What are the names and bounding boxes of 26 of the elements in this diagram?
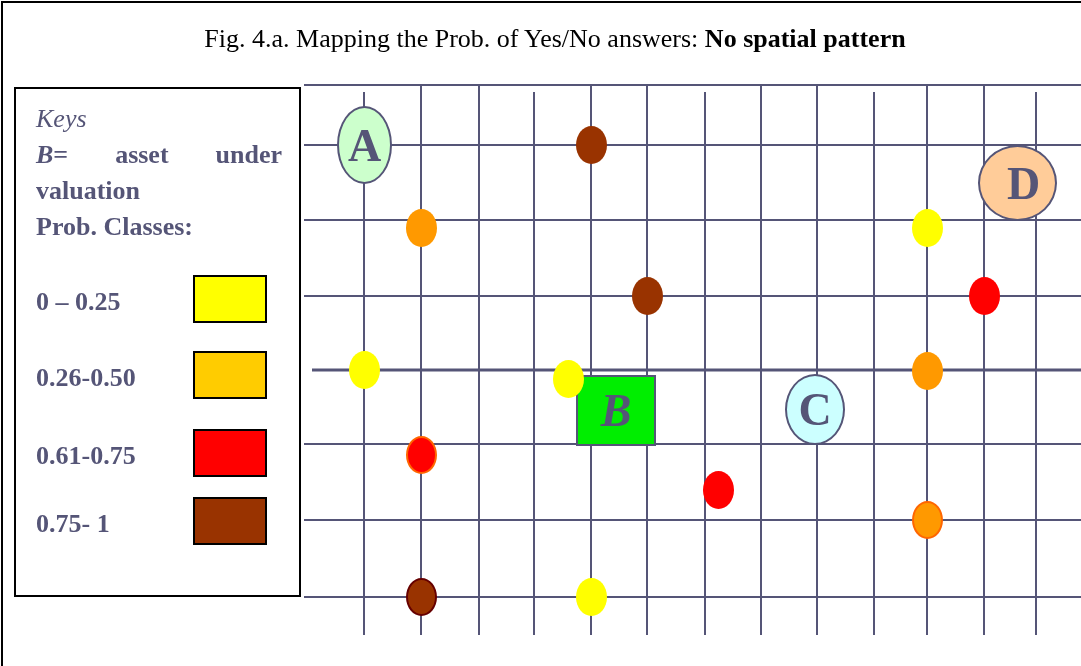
- node-label: B: [600, 384, 632, 437]
- data-point-dot: [576, 126, 607, 164]
- node-label: D: [1006, 156, 1041, 210]
- legend-text: B= asset under valuation: [36, 139, 282, 207]
- legend-text: Prob. Classes:: [36, 211, 194, 243]
- data-point-dot: [912, 501, 943, 539]
- node-label: C: [798, 383, 832, 436]
- legend-label: 0.75- 1: [36, 509, 110, 539]
- data-point-dot: [406, 578, 437, 616]
- data-point-dot: [349, 351, 380, 389]
- legend-label: 0 – 0.25: [36, 287, 121, 317]
- legend-label: 0.26-0.50: [36, 363, 136, 393]
- asset-box: [576, 375, 656, 446]
- data-point-dot: [703, 471, 734, 509]
- legend-heading: Keys: [36, 103, 88, 135]
- data-point-dot: [632, 277, 663, 315]
- node-label: A: [347, 118, 382, 172]
- data-point-dot: [969, 277, 1000, 315]
- data-point-dot: [912, 209, 943, 247]
- figure-title: Fig. 4.a. Mapping the Prob. of Yes/No answers: No spatial pattern: [203, 24, 907, 54]
- data-point-dot: [406, 436, 437, 474]
- data-point-dot: [406, 209, 437, 247]
- data-point-dot: [553, 360, 584, 398]
- data-point-dot: [576, 578, 607, 616]
- legend-label: 0.61-0.75: [36, 441, 136, 471]
- data-point-dot: [912, 352, 943, 390]
